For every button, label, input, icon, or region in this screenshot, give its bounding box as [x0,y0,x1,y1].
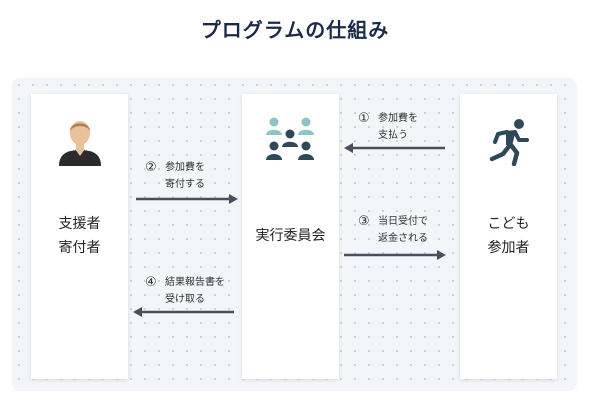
runner-icon [489,119,529,166]
flow-step-3-text: 当日受付で 返金される [378,216,428,244]
group-icon [266,117,314,160]
flow-step-1-text: 参加費を 支払う [378,113,418,141]
flow-step-2-number: ② [145,160,157,175]
committee-label: 実行委員会 [255,228,326,244]
supporter-label: 支援者 寄付者 [58,216,101,256]
flow-step-4-text: 結果報告書を 受け取る [165,277,225,305]
flow-step-2-text: 参加費を 寄付する [165,162,205,190]
supporter-card: 支援者 寄付者 [31,94,128,379]
flow-step-3: ③ 当日受付で 返金される [358,213,453,249]
flow-arrow-2 [136,194,238,204]
flow-arrow-4 [133,307,234,317]
flow-step-2: ② 参加費を 寄付する [145,159,240,195]
children-card: こども 参加者 [460,94,557,379]
flow-arrow-1 [344,143,445,153]
committee-card: 実行委員会 [242,94,339,379]
flow-step-1-number: ① [358,111,370,126]
flow-step-3-number: ③ [358,214,370,229]
flow-step-4-number: ④ [145,275,157,290]
person-icon [59,121,101,166]
flow-arrow-3 [344,250,446,260]
children-label: こども 参加者 [487,216,530,256]
page-title: プログラムの仕組み [200,18,390,42]
flow-step-4: ④ 結果報告書を 受け取る [145,274,245,310]
flow-step-1: ① 参加費を 支払う [358,110,448,146]
